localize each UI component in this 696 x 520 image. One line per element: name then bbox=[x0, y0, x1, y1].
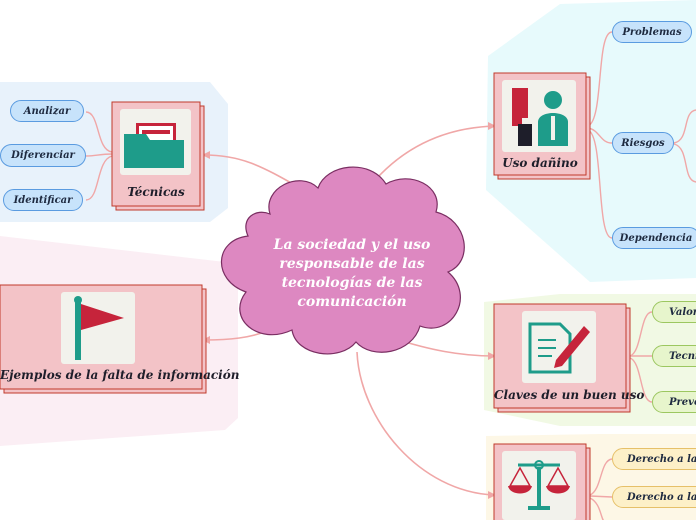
node-title-ejemplos: Ejemplos de la falta de información bbox=[0, 368, 240, 382]
subtopic-valores[interactable]: Valores bbox=[652, 301, 696, 323]
subtopic-tecnic[interactable]: Tecnic bbox=[652, 345, 696, 367]
subtopic-problemas[interactable]: Problemas bbox=[612, 21, 692, 43]
folder-icon bbox=[124, 123, 184, 168]
subtopic-dependencia[interactable]: Dependencia bbox=[612, 227, 696, 249]
people-icon bbox=[512, 88, 568, 146]
derechos-branches bbox=[589, 458, 613, 520]
document-pen-icon bbox=[528, 322, 590, 374]
claves-branches bbox=[629, 311, 653, 403]
subtopic-diferenciar[interactable]: Diferenciar bbox=[0, 144, 86, 167]
uso-danino-branches bbox=[587, 31, 696, 239]
subtopic-riesgos[interactable]: Riesgos bbox=[612, 132, 674, 154]
subtopic-derecho-libertad[interactable]: Derecho a la lib bbox=[612, 448, 696, 470]
tecnicas-branches bbox=[85, 111, 113, 201]
subtopic-identificar[interactable]: Identificar bbox=[3, 189, 83, 211]
central-connectors bbox=[203, 125, 495, 496]
subtopic-analizar[interactable]: Analizar bbox=[10, 100, 84, 122]
node-title-tecnicas: Técnicas bbox=[127, 185, 185, 199]
node-ejemplos[interactable] bbox=[0, 284, 207, 394]
subtopic-preve[interactable]: Preve bbox=[652, 391, 696, 413]
node-title-uso-danino: Uso dañino bbox=[502, 156, 578, 170]
scales-icon bbox=[508, 460, 570, 510]
central-topic-text: La sociedad y el uso responsable de las … bbox=[273, 237, 431, 310]
node-claves[interactable] bbox=[493, 303, 631, 413]
flag-icon bbox=[74, 296, 124, 360]
node-title-claves: Claves de un buen uso bbox=[494, 388, 645, 402]
subtopic-derecho-privacidad[interactable]: Derecho a la pr bbox=[612, 486, 696, 508]
region-uso-danino bbox=[486, 0, 696, 282]
central-topic-cloud[interactable] bbox=[220, 166, 465, 355]
